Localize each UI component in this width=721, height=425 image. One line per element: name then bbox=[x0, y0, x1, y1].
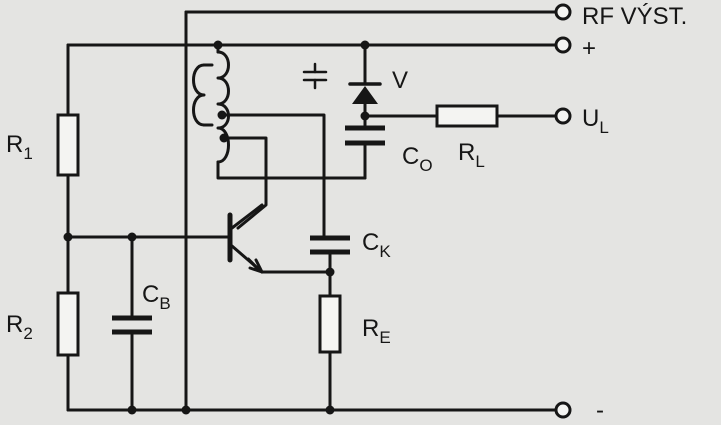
secondary-coil bbox=[192, 63, 206, 127]
transformer bbox=[192, 50, 230, 164]
terminal-plus bbox=[554, 36, 572, 54]
label-r2: R2 bbox=[6, 311, 33, 343]
emitter-arrow-lines bbox=[248, 258, 264, 274]
label-rf-out: RF VÝST. bbox=[582, 3, 687, 30]
varactor-marker-icon bbox=[302, 62, 328, 90]
terminal-ul bbox=[554, 107, 572, 125]
wire-coil-bottom bbox=[216, 160, 367, 180]
label-plus: + bbox=[582, 35, 596, 62]
wire-collector bbox=[226, 136, 268, 230]
wires bbox=[66, 10, 562, 412]
secondary-leads bbox=[202, 63, 214, 127]
label-r1: R1 bbox=[6, 131, 33, 163]
varactor-diode bbox=[348, 82, 382, 104]
diode-triangle-icon bbox=[352, 86, 378, 104]
transistor-collector bbox=[230, 203, 264, 230]
capacitor-cb bbox=[112, 315, 152, 335]
wire-coil-tap bbox=[220, 113, 326, 239]
capacitor-co bbox=[345, 125, 385, 146]
resistor-re bbox=[318, 294, 342, 354]
label-cb: CB bbox=[142, 281, 171, 313]
terminal-minus bbox=[554, 401, 572, 419]
junctions bbox=[63, 40, 370, 415]
capacitor-ck bbox=[310, 235, 350, 255]
label-ul: UL bbox=[582, 105, 609, 137]
label-minus: - bbox=[596, 397, 604, 424]
label-re: RE bbox=[362, 315, 391, 347]
resistor-r1 bbox=[56, 113, 80, 177]
resistor-r2 bbox=[56, 291, 80, 357]
resistor-rl bbox=[435, 104, 499, 128]
label-ck: CK bbox=[362, 229, 391, 261]
label-v: V bbox=[392, 67, 408, 94]
primary-coil bbox=[216, 50, 230, 164]
transistor bbox=[227, 203, 264, 274]
terminal-rf-out bbox=[554, 3, 572, 21]
label-rl: RL bbox=[458, 139, 485, 171]
label-co: CO bbox=[402, 143, 433, 175]
